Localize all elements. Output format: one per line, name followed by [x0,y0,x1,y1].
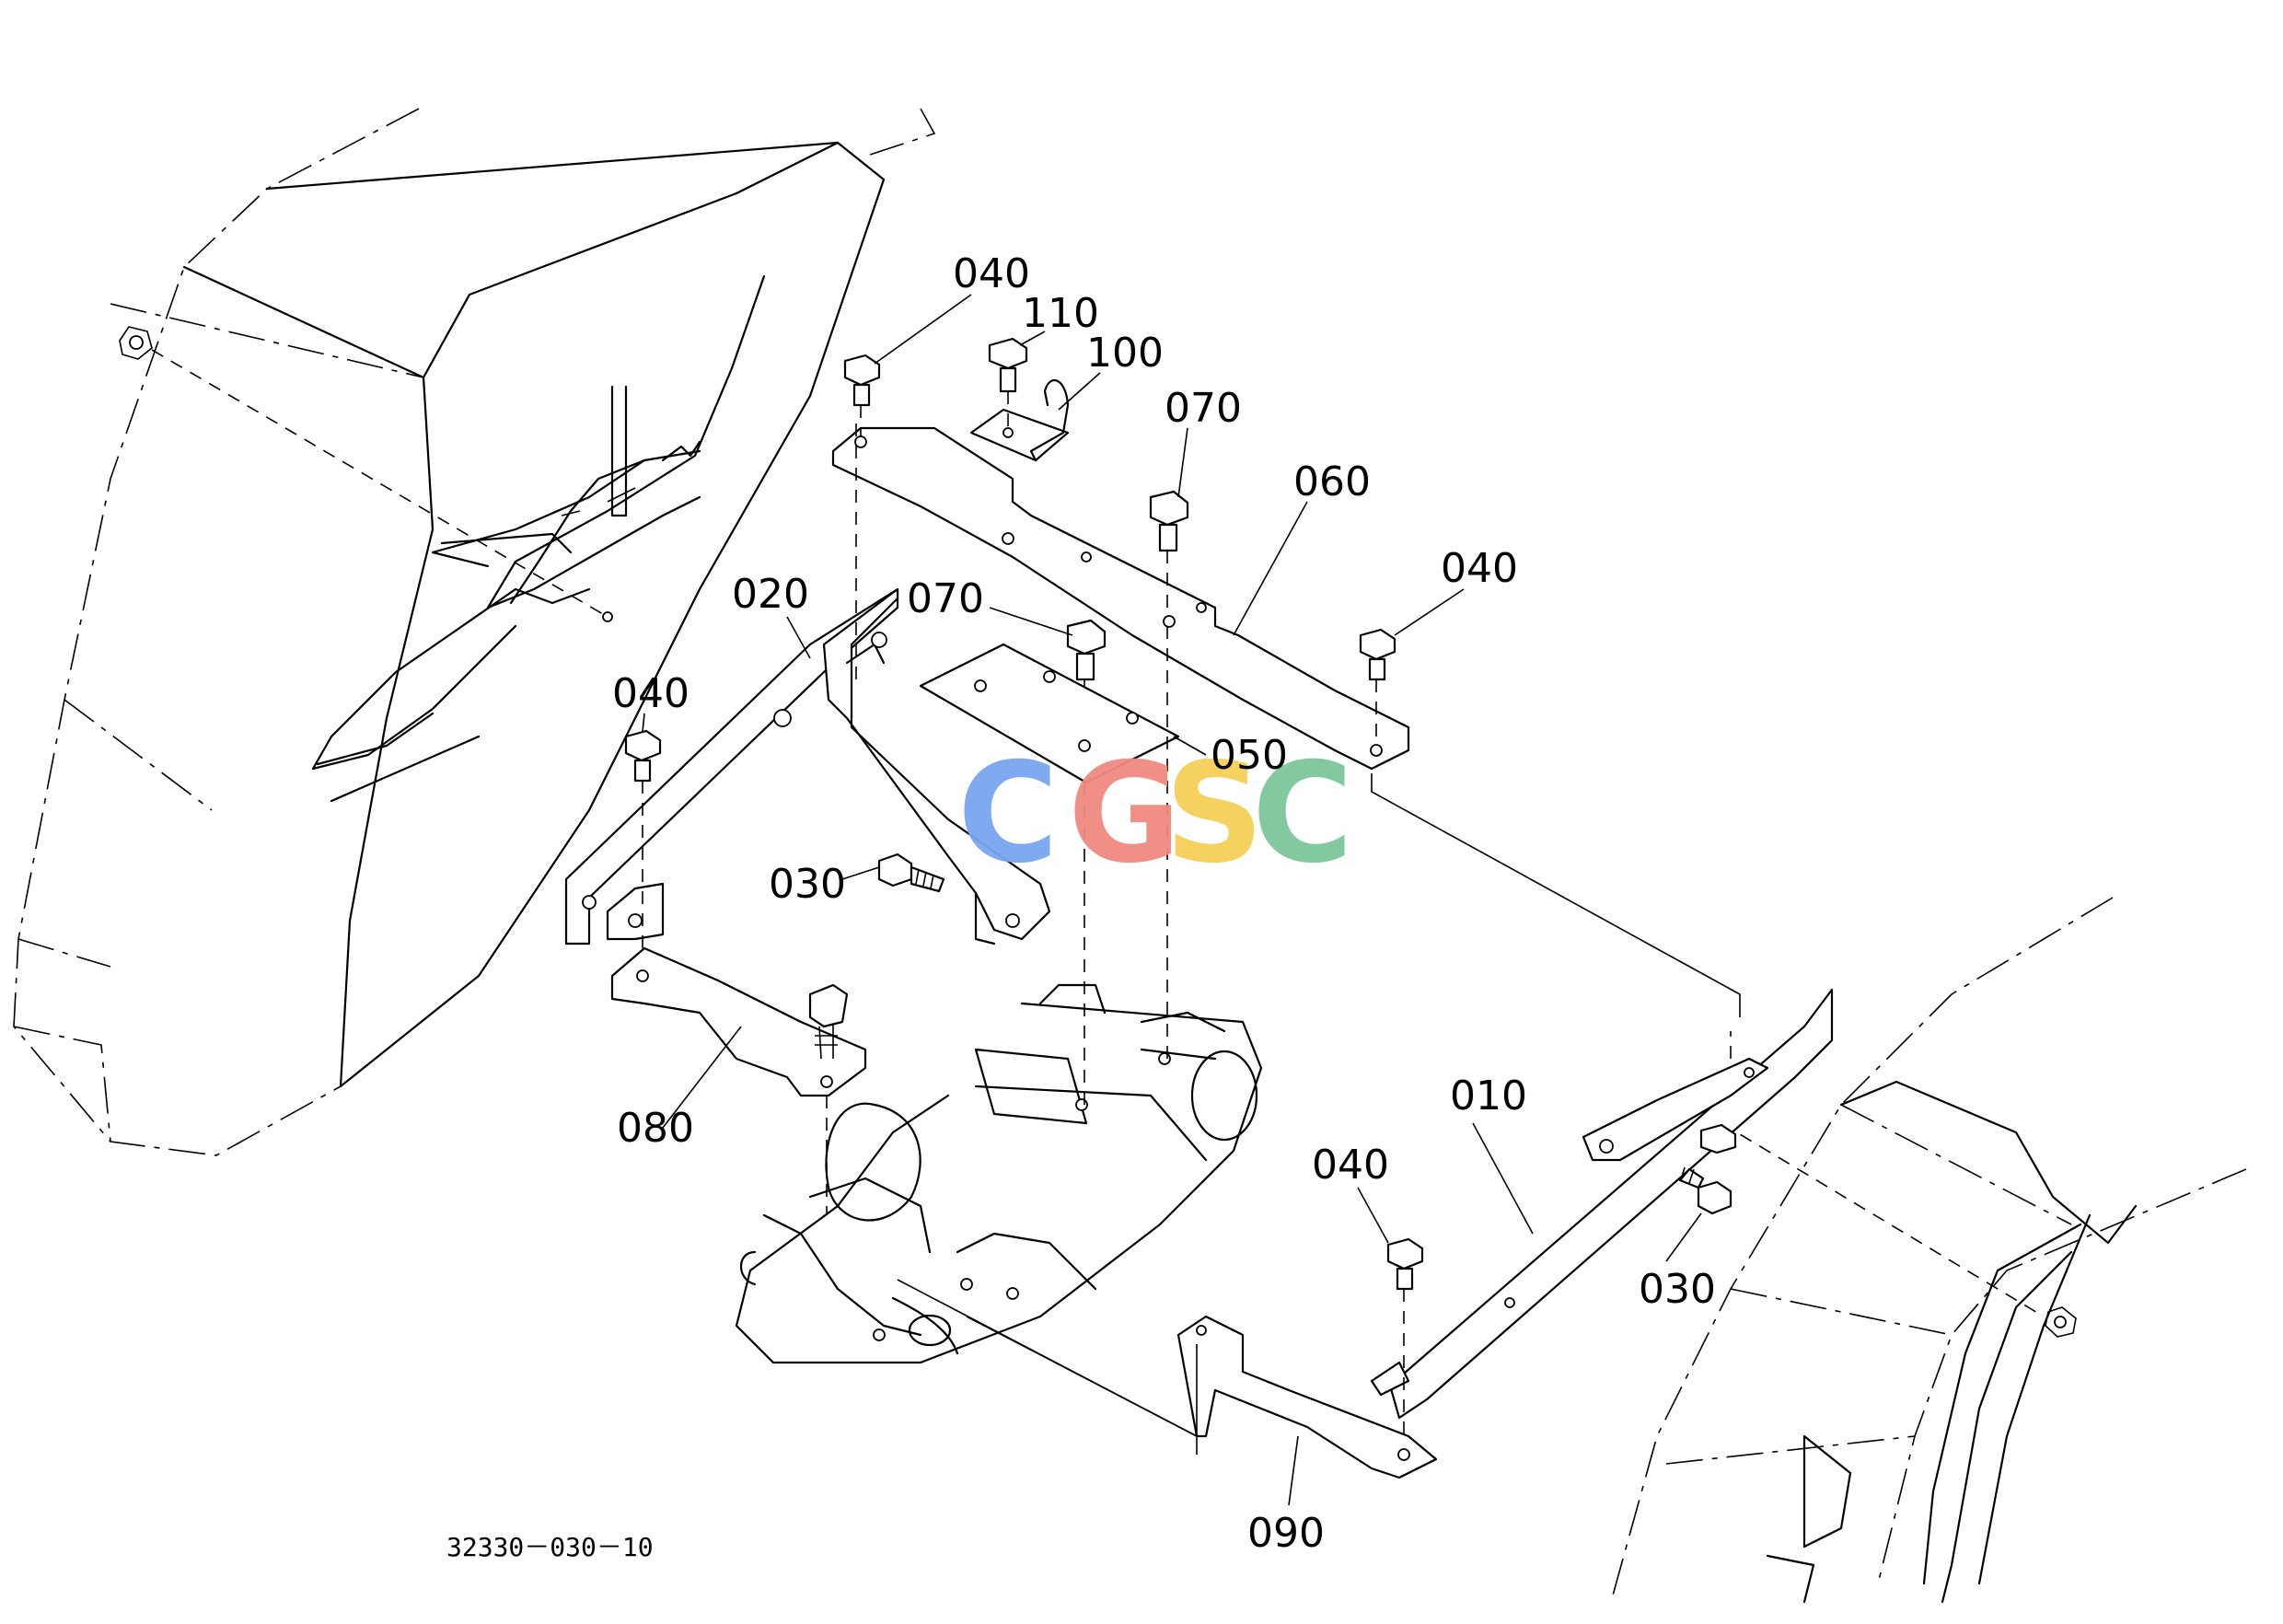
fender-mount-right [1721,1122,2077,1338]
watermark-letter-c1: C [957,734,1059,894]
drawing-number: 32330－030－10 [446,1532,654,1562]
callout-labels: 040 110 100 070 060 040 020 070 040 050 … [612,250,1716,1557]
fender-mount-left [119,326,613,622]
callout-020: 020 [732,571,809,618]
callout-040-right: 040 [1441,545,1518,592]
callout-070-mid: 070 [907,575,984,622]
callout-090: 090 [1247,1510,1325,1557]
bolt-030-right [1678,1123,1737,1215]
assembly-lines [897,773,1741,1437]
callout-110: 110 [1022,290,1099,337]
bolt-040-top [843,354,881,437]
right-fender [1610,897,2247,1604]
watermark: C G S C [957,734,1353,894]
callout-080: 080 [617,1105,694,1152]
part-060-plate [831,426,1410,771]
bolt-070-mid [1066,619,1107,727]
left-fender [13,108,936,1156]
part-050-plate [919,626,1180,1105]
watermark-letter-c2: C [1252,734,1353,894]
leader-lines [642,294,1702,1506]
part-080-plate [610,946,867,1215]
callout-070-top: 070 [1165,385,1242,432]
watermark-letter-g: G [1068,734,1181,894]
part-090-plate [1176,1315,1438,1479]
part-100-hook-bracket [969,379,1070,462]
watermark-letter-s: S [1165,734,1264,894]
part-020-bracket [564,423,1051,945]
callout-050: 050 [1211,732,1288,779]
bolt-040-lower [1386,1237,1424,1445]
bolt-110 [988,337,1028,433]
bolt-070-top [1149,490,1189,608]
bolt-040-left [624,729,662,985]
callout-100: 100 [1086,330,1164,377]
control-valve [735,983,1263,1364]
callout-040-left: 040 [612,670,690,717]
callout-010: 010 [1450,1073,1527,1119]
callout-040-top: 040 [953,250,1030,297]
bolt-040-right [1359,628,1396,741]
part-010-bracket [1370,988,1834,1420]
callout-030-right: 030 [1639,1266,1716,1313]
callout-040-lower: 040 [1312,1142,1389,1189]
callout-060: 060 [1293,458,1371,505]
callout-030-left: 030 [769,861,846,908]
bolt-030-left [877,853,945,893]
